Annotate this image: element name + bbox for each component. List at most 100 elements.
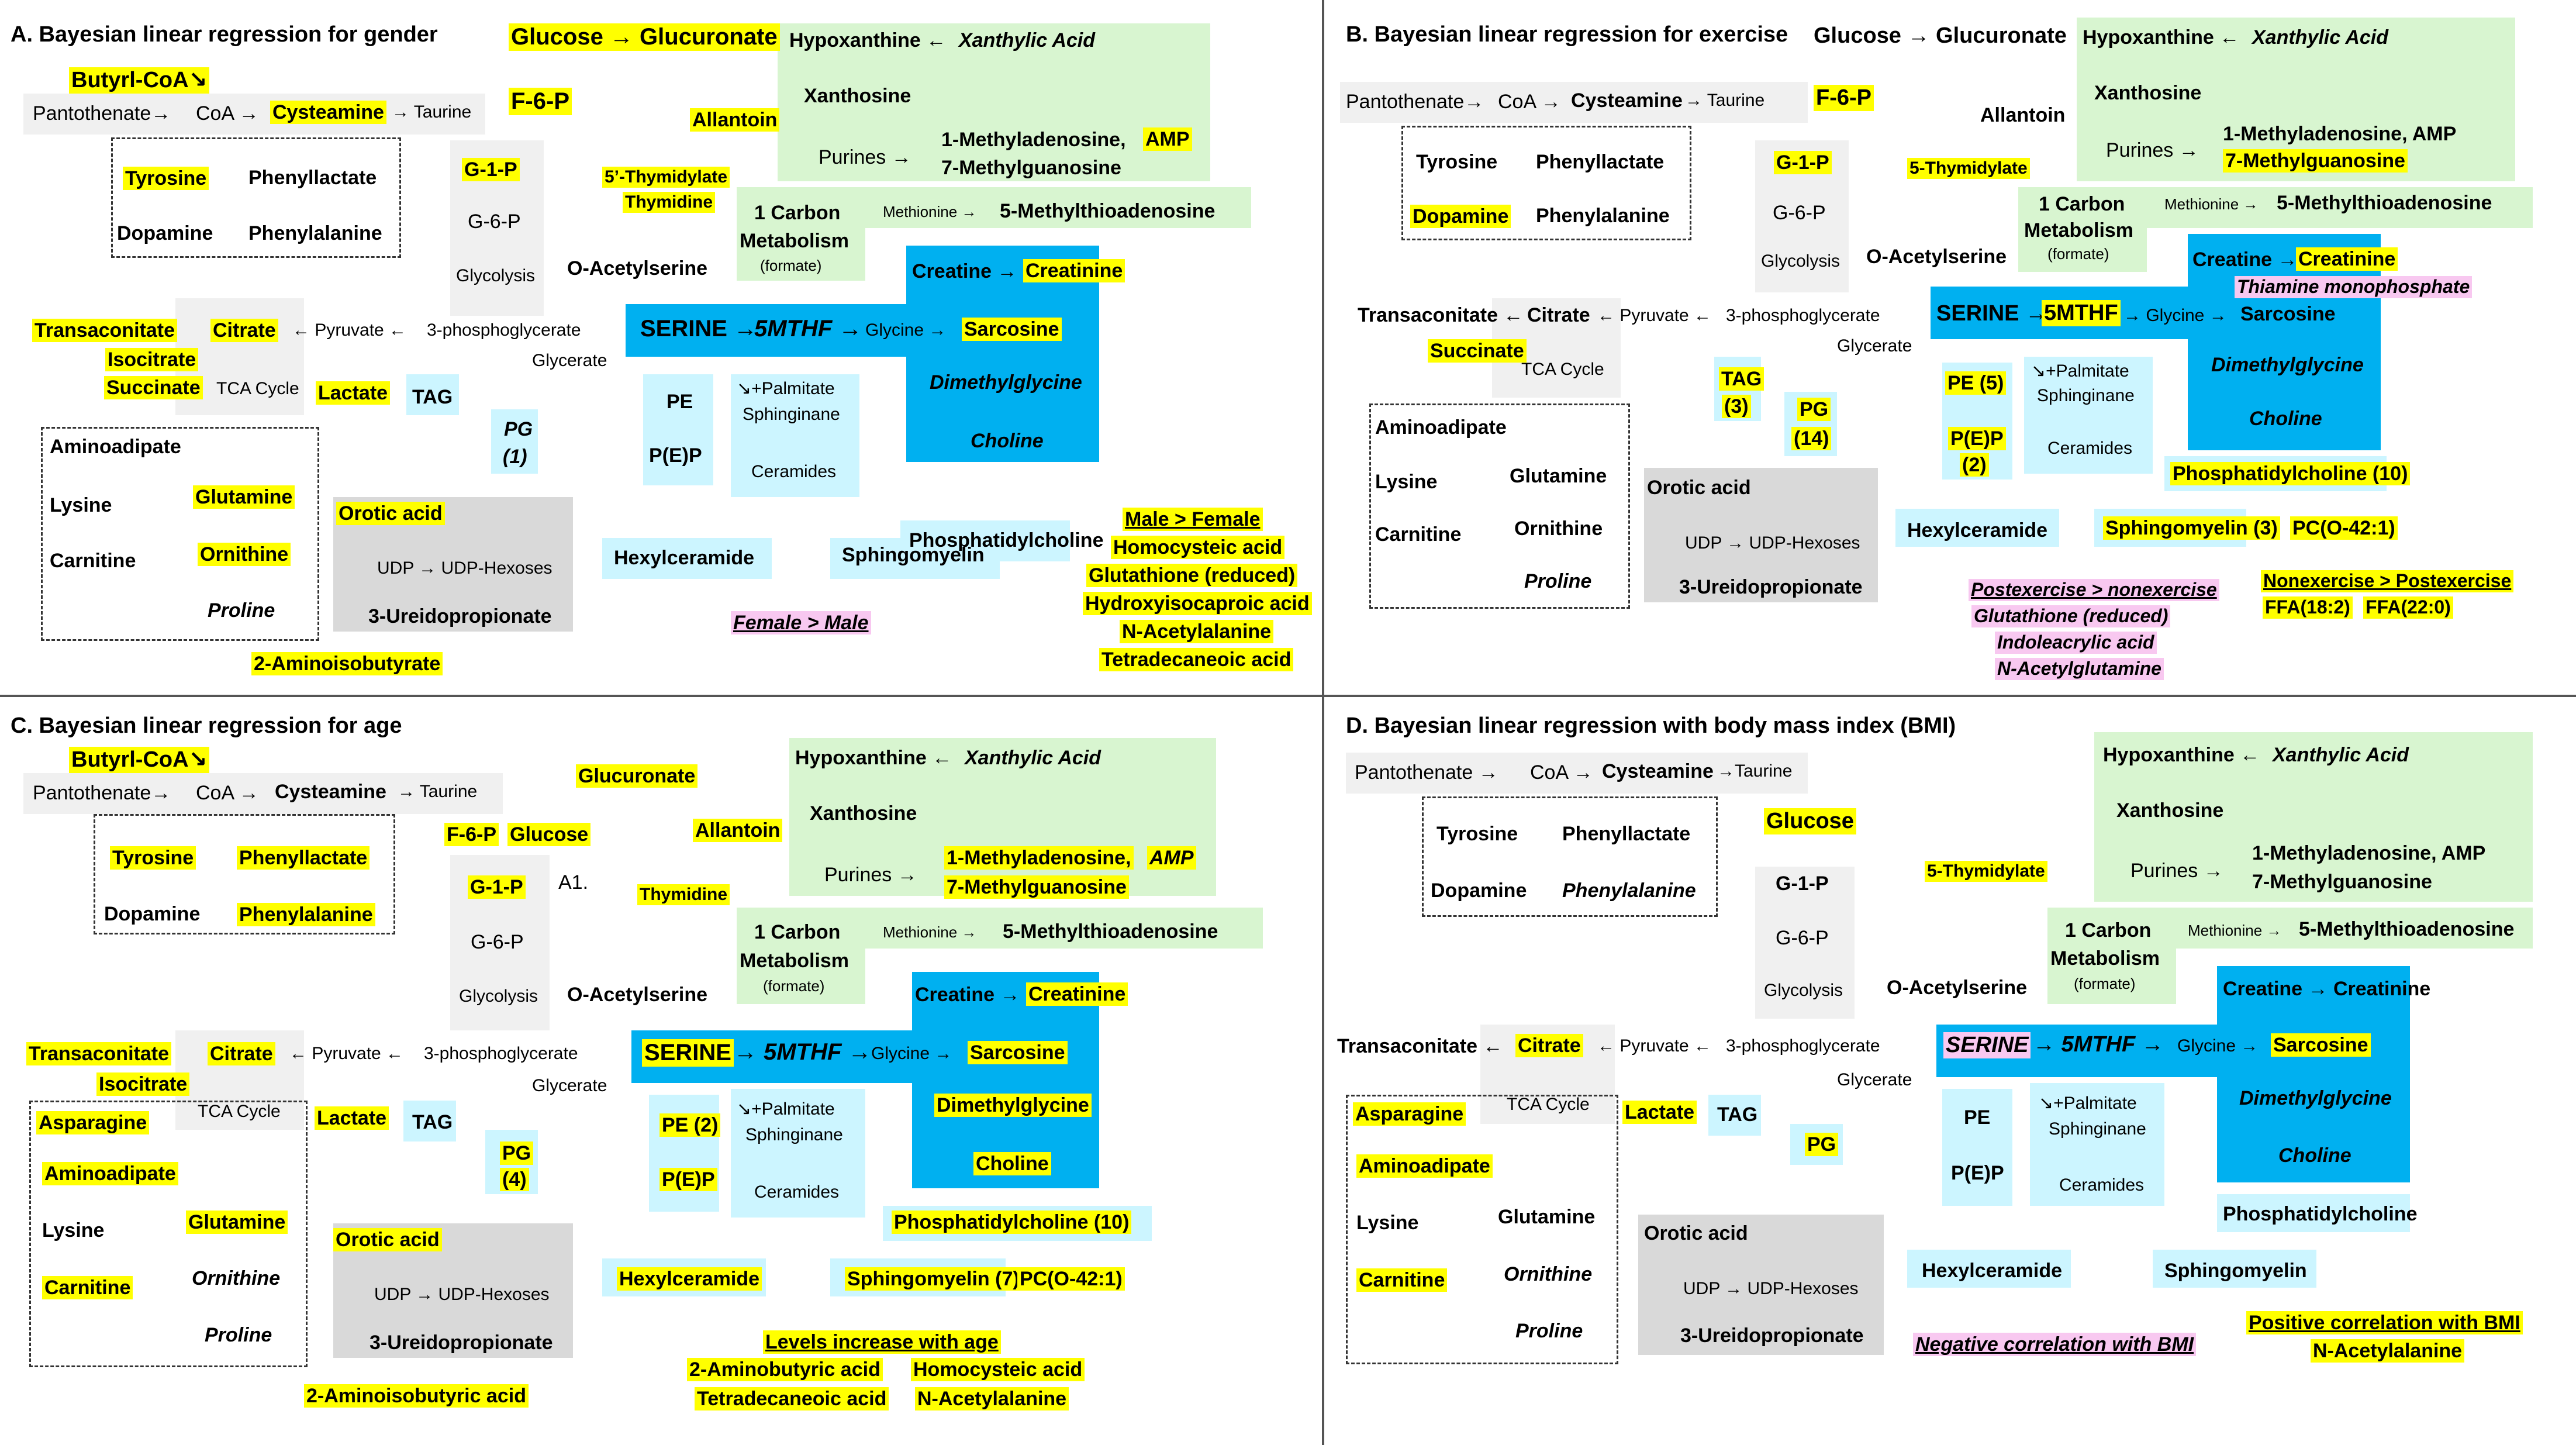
a1-label: A1. xyxy=(558,871,589,894)
udp-label: UDP → UDP-Hexoses xyxy=(1685,533,1860,553)
creatine-label: Creatine → xyxy=(2192,249,2298,271)
f6p-label: F-6-P xyxy=(1814,85,1874,111)
transaconitate-label: Transaconitate ← xyxy=(1337,1035,1503,1057)
tca-label: TCA Cycle xyxy=(198,1102,281,1121)
hypoxanthine-label: Hypoxanthine ← xyxy=(2103,744,2260,766)
sphingomyelin-label: Sphingomyelin xyxy=(2164,1260,2307,1282)
legend-age-item: N-Acetylalanine xyxy=(915,1387,1069,1411)
pantothenate-label: Pantothenate → xyxy=(1355,761,1498,784)
xanthylic-label: Xanthylic Acid xyxy=(2252,26,2389,49)
tag-count: (3) xyxy=(1722,395,1751,419)
pyruvate-label: ← Pyruvate ← xyxy=(1597,1036,1712,1056)
pg-box xyxy=(491,409,538,474)
sphinginane-label: Sphinginane xyxy=(2049,1119,2146,1139)
pe-box xyxy=(643,374,713,485)
orotic-label: Orotic acid xyxy=(1644,1222,1748,1244)
sphingomyelin-box xyxy=(830,538,1000,579)
isocitrate-label: Isocitrate xyxy=(105,348,199,372)
oacetylserine-label: O-Acetylserine xyxy=(567,257,707,280)
pc-label: Phosphatidylcholine xyxy=(2223,1203,2418,1225)
lactate-label: Lactate xyxy=(316,381,391,405)
coa-label: CoA → xyxy=(196,782,259,804)
ornithine-label: Ornithine xyxy=(198,543,291,567)
orotic-label: Orotic acid xyxy=(333,1228,442,1252)
creatine-box xyxy=(2217,966,2410,1182)
dopamine-label: Dopamine xyxy=(117,222,213,244)
tag-box xyxy=(403,1101,456,1141)
thymidylate-label: 5-Thymidylate xyxy=(1925,861,2047,882)
legend-age-item: Tetradecaneoic acid xyxy=(695,1387,889,1411)
g6p-label: G-6-P xyxy=(1773,202,1826,224)
legend-male-item: Homocysteic acid xyxy=(1111,536,1285,560)
urea-box xyxy=(1638,1215,1884,1355)
transaconitate-label: Transaconitate xyxy=(32,319,177,343)
sphingomyelin-label: Sphingomyelin xyxy=(842,544,985,566)
methionine-label: Methionine → xyxy=(883,203,977,220)
pg-label: PG xyxy=(504,418,533,440)
pc-box xyxy=(2217,1194,2410,1232)
pg-count: (1) xyxy=(503,446,527,468)
mthf-label: 5MTHF → xyxy=(754,316,862,342)
sphinginane-box xyxy=(731,1089,865,1218)
legend-nonexercise-item: FFA(22:0) xyxy=(2363,596,2453,619)
asparagine-label: Asparagine xyxy=(1353,1102,1466,1126)
ureido-label: 3-Ureidopropionate xyxy=(368,605,552,627)
f6p-label: F-6-P xyxy=(509,88,572,115)
panel-c-age: C. Bayesian linear regression for age Gl… xyxy=(0,697,1321,1445)
tca-label: TCA Cycle xyxy=(216,379,299,398)
palmitate-label: ↘+Palmitate xyxy=(737,1099,835,1119)
tyrosine-label: Tyrosine xyxy=(110,846,196,870)
methionine-label: Methionine → xyxy=(2164,195,2259,213)
aminoadipate-label: Aminoadipate xyxy=(42,1162,178,1186)
glutamine-label: Glutamine xyxy=(193,485,295,509)
succinate-label: Succinate xyxy=(1428,339,1527,363)
coa-label: CoA → xyxy=(1530,761,1593,784)
pg-label: PG xyxy=(1805,1133,1839,1157)
butyryl-label: Butyrl-CoA↘ xyxy=(69,747,210,773)
ceramides-label: Ceramides xyxy=(754,1182,840,1202)
pco-label: PC(O-42:1) xyxy=(1017,1267,1125,1291)
one-carbon-label: 1 Carbon xyxy=(754,921,841,943)
creatine-label: Creatine → xyxy=(915,984,1020,1006)
phenylalanine-label: Phenylalanine xyxy=(1562,880,1696,902)
phosphoglycerate-label: 3-phosphoglycerate xyxy=(1726,306,1880,325)
tyrosine-dashed-box xyxy=(94,814,395,934)
glutamine-label: Glutamine xyxy=(1510,465,1607,487)
phenylalanine-label: Phenylalanine xyxy=(1536,205,1670,227)
horizontal-divider xyxy=(0,695,2576,697)
palmitate-label: ↘+Palmitate xyxy=(2031,361,2129,381)
mthf-label: → 5MTHF → xyxy=(734,1039,872,1065)
methylguanosine-label: 7-Methylguanosine xyxy=(2252,871,2432,893)
allantoin-label: Allantoin xyxy=(693,819,783,843)
pc-label: Phosphatidylcholine xyxy=(909,529,1104,551)
udp-label: UDP → UDP-Hexoses xyxy=(377,558,553,578)
ornithine-label: Ornithine xyxy=(192,1267,281,1289)
pe-box xyxy=(1942,1089,2012,1206)
pantothenate-label: Pantothenate→ xyxy=(33,102,171,125)
dimethylglycine-label: Dimethylglycine xyxy=(934,1094,1092,1118)
glycolysis-label: Glycolysis xyxy=(1761,251,1841,271)
carnitine-label: Carnitine xyxy=(1356,1268,1448,1292)
transaconitate-label: Transaconitate ← xyxy=(1358,304,1524,326)
orotic-label: Orotic acid xyxy=(1647,477,1751,499)
glutamine-label: Glutamine xyxy=(1498,1206,1596,1228)
thymidine-label: Thymidine xyxy=(637,884,730,905)
tag-label: TAG xyxy=(412,1111,453,1133)
aminoadipate-label: Aminoadipate xyxy=(50,436,181,458)
tag-box xyxy=(406,374,459,415)
methyladenosine-label: 1-Methyladenosine, xyxy=(941,129,1126,151)
g1p-label: G-1-P xyxy=(1776,872,1829,895)
legend-female: Female > Male xyxy=(731,611,871,635)
citrate-label: Citrate xyxy=(208,1042,275,1066)
glycolysis-label: Glycolysis xyxy=(459,987,538,1006)
legend-male-item: N-Acetylalanine xyxy=(1120,620,1274,644)
formate-label: (formate) xyxy=(763,977,825,995)
legend-age-item: 2-Aminobutyric acid xyxy=(687,1358,883,1382)
mta-label: 5-Methylthioadenosine xyxy=(2299,918,2515,940)
dopamine-label: Dopamine xyxy=(1410,205,1511,229)
sphingomyelin-label: Sphingomyelin (3) xyxy=(2103,516,2280,540)
citrate-label: Citrate xyxy=(1527,304,1590,326)
ornithine-label: Ornithine xyxy=(1514,518,1603,540)
creatinine-label: Creatinine xyxy=(2296,247,2398,271)
tag-box xyxy=(1708,1095,1761,1136)
